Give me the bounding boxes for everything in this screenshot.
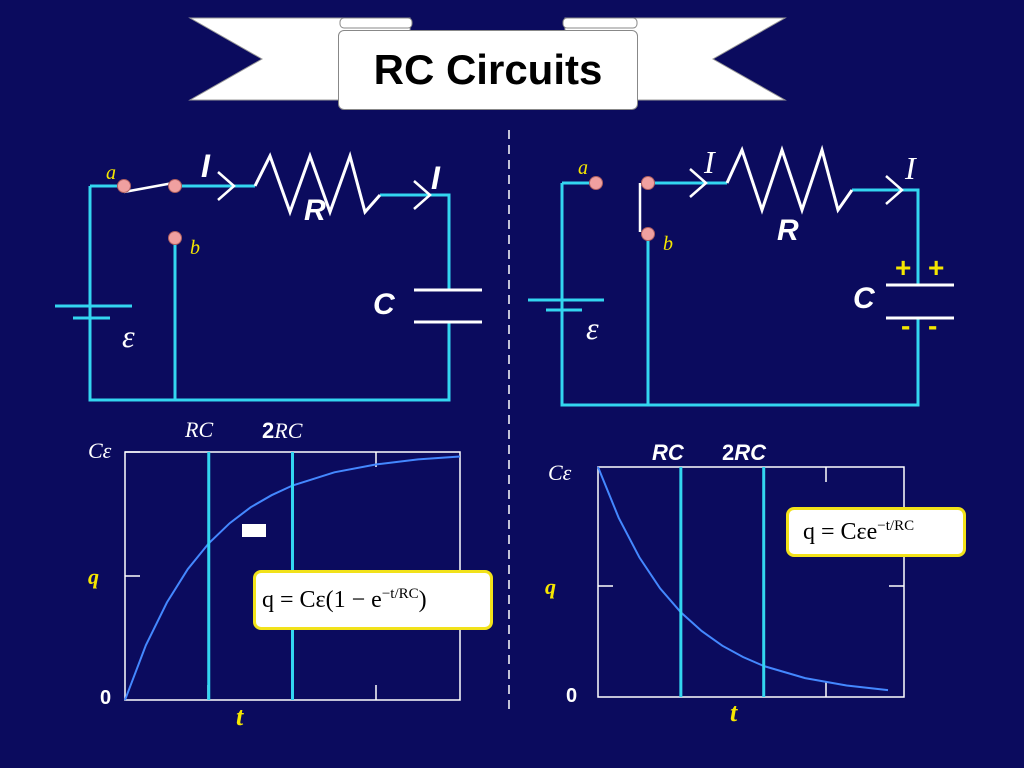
left-x-axis-label: t [236, 702, 244, 731]
ribbon-fold-left [339, 17, 413, 29]
right-equation-exponent: −t/RC [877, 517, 915, 534]
left-capacitor-label: C [373, 288, 395, 321]
right-y-axis-label: q [545, 574, 556, 599]
left-current-arrow-1 [217, 171, 236, 201]
left-node-b-label: b [190, 237, 200, 259]
right-x-axis-label: t [730, 698, 738, 727]
left-wire-loop [88, 186, 451, 402]
right-node-a [589, 176, 603, 190]
left-node-a-label: a [106, 162, 116, 184]
right-rc-marker-label: RC [652, 440, 684, 465]
right-node-b-label: b [663, 233, 673, 255]
right-origin-label: 0 [566, 685, 578, 707]
right-current-arrow-2 [885, 175, 904, 205]
right-resistor-label: R [777, 214, 799, 247]
left-equation-main: q = Cε(1 − e [262, 586, 382, 613]
right-2rc-suffix: RC [734, 440, 767, 465]
right-emf-label: ε [586, 310, 599, 346]
right-equation-main: q = Cεe [803, 518, 878, 545]
right-plus-1: + [895, 252, 912, 283]
left-emf-label: ε [122, 318, 135, 354]
ribbon-fold-right [562, 17, 638, 29]
left-current-label-2: I [431, 160, 440, 196]
left-rc-marker-label: RC [185, 417, 214, 442]
right-resistor [725, 144, 854, 215]
left-circuit [55, 184, 482, 402]
right-node-switch [641, 176, 655, 190]
right-circuit [528, 181, 954, 407]
right-minus-2: - [928, 310, 938, 341]
page-title: RC Circuits [338, 30, 638, 110]
right-plus-2: + [928, 252, 945, 283]
left-switch-arm [123, 181, 174, 194]
right-wire-loop [560, 183, 920, 407]
right-node-a-label: a [578, 157, 588, 179]
left-equation-close: ) [418, 586, 427, 613]
right-y-max-label: Cε [548, 460, 572, 485]
right-capacitor-label: C [853, 282, 875, 315]
left-resistor-label: R [304, 194, 326, 227]
right-charge-curve [597, 466, 889, 692]
left-y-axis-label: q [88, 564, 99, 589]
right-equation: q = Cεe−t/RC [786, 507, 966, 557]
left-charge-curve [124, 455, 461, 701]
right-minus-1: - [901, 310, 911, 341]
left-2rc-prefix: 2 [262, 418, 275, 443]
left-2rc-suffix: RC [274, 418, 303, 443]
right-node-b [641, 227, 655, 241]
left-node-a [117, 179, 131, 193]
left-origin-label: 0 [100, 687, 112, 709]
left-resistor [253, 150, 382, 217]
left-equation: q = Cε(1 − e−t/RC) [253, 570, 493, 630]
left-equation-exponent: −t/RC [381, 585, 419, 602]
right-plot-area [597, 466, 905, 698]
left-2rc-marker-label: 2RC [262, 420, 302, 442]
left-graph-marker-block [242, 524, 266, 537]
left-y-max-label: Cε [88, 438, 112, 463]
left-current-label-1: I [201, 148, 210, 184]
left-node-b [168, 231, 182, 245]
right-2rc-marker-label: 2RC [722, 442, 766, 464]
right-current-arrow-1 [689, 168, 708, 198]
right-current-label-2: I [905, 150, 916, 186]
right-current-label-1: I [704, 144, 715, 180]
left-node-switch [168, 179, 182, 193]
left-wire-cap-top [380, 193, 451, 290]
right-graph-frame [597, 466, 905, 698]
right-2rc-prefix: 2 [722, 440, 735, 465]
left-current-arrow-2 [413, 180, 432, 210]
right-wire-cap-top [852, 188, 920, 285]
